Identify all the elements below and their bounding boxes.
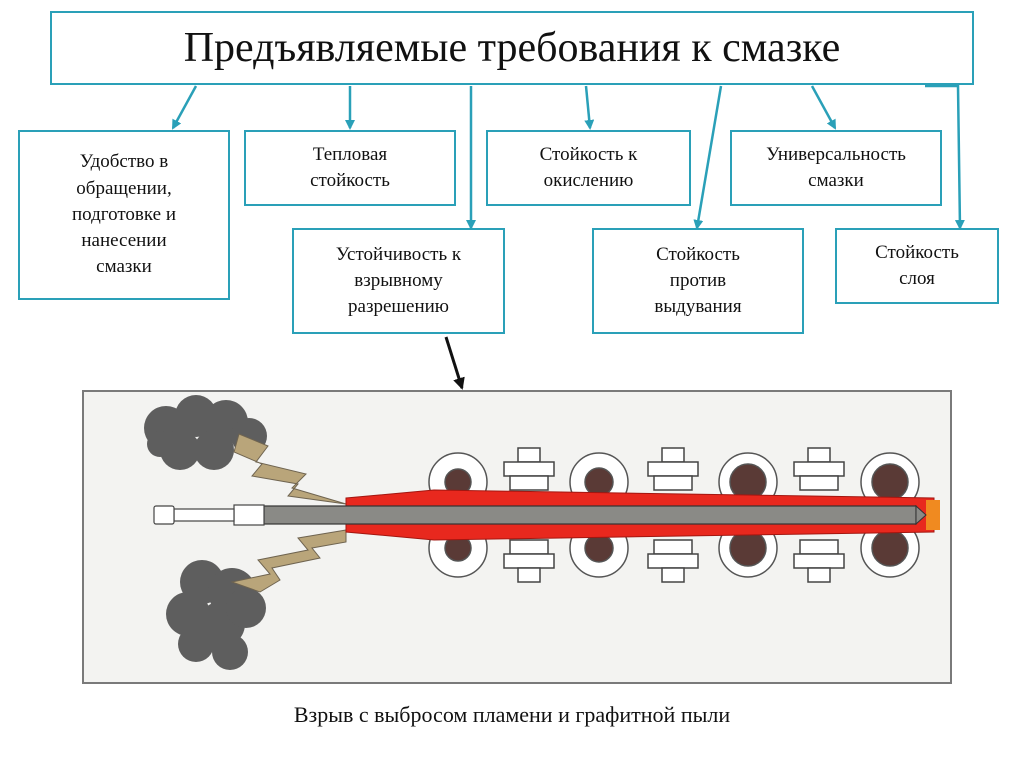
arrow-to-r6 bbox=[693, 85, 723, 230]
arrow-to-r4 bbox=[810, 85, 837, 130]
arrow-to-scene bbox=[444, 336, 465, 390]
stand-1 bbox=[503, 447, 555, 583]
roller-pair-4 bbox=[860, 452, 920, 578]
mandrel-bar bbox=[263, 505, 917, 525]
mandrel-holder bbox=[233, 504, 265, 526]
flash-bolt-top bbox=[233, 433, 347, 505]
requirement-handling-convenience: Удобство в обращении, подготовке и нанес… bbox=[18, 130, 230, 300]
roll-stands bbox=[503, 447, 845, 583]
requirement-oxidation-resistance: Стойкость к окислению bbox=[486, 130, 691, 206]
requirement-thermal-stability: Тепловая стойкость bbox=[244, 130, 456, 206]
arrow-to-r7 bbox=[925, 84, 965, 230]
explosion-illustration bbox=[82, 390, 952, 684]
smoke-cloud-top bbox=[144, 395, 267, 470]
arrow-to-r1 bbox=[171, 85, 198, 130]
requirement-blowout-resistance: Стойкость против выдувания bbox=[592, 228, 804, 334]
requirement-universality: Универсальность смазки bbox=[730, 130, 942, 206]
stand-3 bbox=[793, 447, 845, 583]
page-title: Предъявляемые требования к смазке bbox=[50, 11, 974, 85]
mandrel-end bbox=[153, 505, 175, 525]
figure-caption: Взрыв с выбросом пламени и графитной пыл… bbox=[293, 702, 731, 727]
flash-bolt-bottom bbox=[230, 529, 347, 593]
requirement-layer-stability: Стойкость слоя bbox=[835, 228, 999, 304]
arrow-to-r3 bbox=[584, 85, 595, 130]
mandrel-tip bbox=[915, 504, 927, 526]
tube-end-glow bbox=[926, 500, 940, 530]
requirement-explosion-resistance: Устойчивость к взрывному разрешению bbox=[292, 228, 505, 334]
mandrel-rod bbox=[173, 508, 235, 522]
stand-2 bbox=[647, 447, 699, 583]
smoke-cloud-bottom bbox=[166, 560, 266, 670]
rolling-mill-drawing bbox=[144, 395, 940, 670]
